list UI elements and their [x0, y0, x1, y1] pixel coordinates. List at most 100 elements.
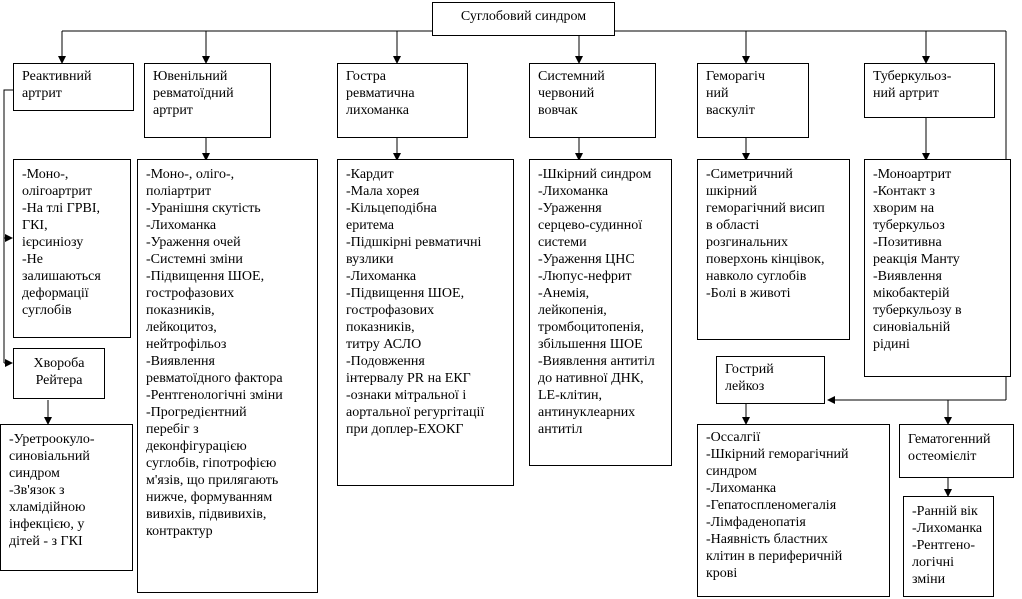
- leukemia-detail-line: -Лімфаденопатія: [706, 515, 806, 530]
- osteomyelitis-detail-line: -Рентгено-: [912, 538, 976, 553]
- lupus-title-box: Системний червоний вовчак: [529, 63, 656, 138]
- juvenile-details-box: -Моно-, оліго-, поліартрит -Уранішня ску…: [137, 159, 318, 593]
- leukemia-detail-line: -Гепатоспленомегалія: [706, 498, 837, 513]
- reactive-detail-line: олігоартрит: [22, 184, 93, 199]
- reactive-detail-line: деформації: [22, 286, 89, 301]
- rheumatic-detail-line: аортальної регургітації: [346, 405, 485, 420]
- juvenile-detail-line: контрактур: [146, 524, 213, 539]
- tuberculous-detail-line: рідині: [873, 337, 910, 352]
- tuberculous-detail-line: туберкульоз: [873, 218, 945, 233]
- juvenile-detail-line: м'язів, що прилягають: [146, 473, 279, 488]
- osteomyelitis-title-line: остеомієліт: [908, 449, 977, 464]
- tuberculous-title-line: Туберкульоз-: [873, 69, 952, 84]
- leukemia-detail-line: -Шкірний геморагічний: [706, 447, 849, 462]
- leukemia-title-line: лейкоз: [725, 379, 765, 394]
- vasculitis-detail-line: в області: [706, 218, 760, 233]
- lupus-detail-line: -Ураження ЦНС: [538, 252, 635, 267]
- reactive-detail-line: ієрсиніозу: [22, 235, 84, 250]
- reiter-detail-line: інфекцією, у: [9, 517, 85, 532]
- lupus-details-box: -Шкірний синдром -Лихоманка -Ураження се…: [529, 159, 672, 466]
- reactive-detail-line: залишаються: [22, 269, 101, 284]
- leukemia-title-box: Гострий лейкоз: [716, 356, 825, 404]
- leukemia-detail-line: клітин в периферичній: [706, 549, 843, 564]
- osteomyelitis-detail-line: логічні: [912, 555, 955, 570]
- tuberculous-detail-line: -Позитивна: [873, 235, 942, 250]
- lupus-detail-line: збільшення ШОЕ: [538, 337, 643, 352]
- tuberculous-detail-line: синовіальній: [873, 320, 951, 335]
- leukemia-detail-line: крові: [706, 566, 738, 581]
- juvenile-detail-line: -Системні зміни: [146, 252, 243, 267]
- leukemia-detail-line: -Оссалгії: [706, 430, 761, 445]
- rheumatic-detail-line: -Кільцеподібна: [346, 201, 437, 216]
- rheumatic-detail-line: -Підвищення ШОЕ,: [346, 286, 465, 301]
- tuberculous-detail-line: -Контакт з: [873, 184, 936, 199]
- lupus-detail-line: лейкопенія,: [538, 303, 607, 318]
- reiter-detail-line: синовіальний: [9, 449, 90, 464]
- juvenile-detail-line: -Лихоманка: [146, 218, 217, 233]
- reactive-detail-line: -Моно-,: [22, 167, 69, 182]
- juvenile-detail-line: -Моно-, оліго-,: [146, 167, 235, 182]
- juvenile-detail-line: -Ураження очей: [146, 235, 241, 250]
- rheumatic-detail-line: -Підшкірні ревматичні: [346, 235, 482, 250]
- leukemia-detail-line: синдром: [706, 464, 757, 479]
- reiter-title-line: Рейтера: [35, 373, 83, 388]
- lupus-detail-line: -Ураження: [538, 201, 602, 216]
- tuberculous-detail-line: -Виявлення: [873, 269, 942, 284]
- juvenile-detail-line: гострофазових: [146, 286, 235, 301]
- reiter-detail-line: -Уретроокуло-: [9, 432, 95, 447]
- lupus-detail-line: серцево-судинної: [538, 218, 643, 233]
- lupus-detail-line: тромбоцитопенія,: [538, 320, 644, 335]
- tuberculous-details-box: -Моноартрит -Контакт з хворим на туберку…: [864, 159, 1011, 377]
- tuberculous-detail-line: хворим на: [873, 201, 935, 216]
- rheumatic-title-line: Гостра: [346, 69, 386, 84]
- lupus-title-line: червоний: [538, 86, 595, 101]
- vasculitis-detail-line: шкірний: [706, 184, 757, 199]
- juvenile-detail-line: суглобів, гіпотрофією: [146, 456, 277, 471]
- juvenile-detail-line: ревматоїдного фактора: [146, 371, 283, 386]
- leukemia-detail-line: -Наявність бластних: [706, 532, 828, 547]
- vasculitis-detail-line: навколо суглобів: [706, 269, 807, 284]
- juvenile-detail-line: нейтрофільоз: [146, 337, 227, 352]
- vasculitis-details-box: -Симетричний шкірний геморагічний висип …: [697, 159, 850, 340]
- vasculitis-detail-line: поверхонь кінцівок,: [706, 252, 825, 267]
- reactive-title-line: Реактивний: [22, 69, 92, 84]
- vasculitis-title-line: Геморагіч: [706, 69, 765, 84]
- rheumatic-detail-line: вузлики: [346, 252, 394, 267]
- lupus-detail-line: до нативної ДНК,: [538, 371, 644, 386]
- rheumatic-detail-line: еритема: [346, 218, 395, 233]
- tuberculous-title-box: Туберкульоз- ний артрит: [864, 63, 995, 118]
- lupus-detail-line: -Люпус-нефрит: [538, 269, 632, 284]
- juvenile-title-line: Ювенільний: [153, 69, 228, 84]
- juvenile-title-line: ревматоїдний: [153, 86, 234, 101]
- vasculitis-title-box: Геморагіч ний васкуліт: [697, 63, 809, 138]
- juvenile-detail-line: -Виявлення: [146, 354, 215, 369]
- rheumatic-title-box: Гостра ревматична лихоманка: [337, 63, 468, 138]
- juvenile-detail-line: перебіг з: [146, 422, 199, 437]
- reiter-detail-line: хламідійною: [9, 500, 86, 515]
- lupus-detail-line: LE-клітин,: [538, 388, 603, 403]
- lupus-detail-line: -Лихоманка: [538, 184, 609, 199]
- reactive-left-bus: [3, 89, 13, 363]
- vasculitis-title-line: васкуліт: [706, 103, 755, 118]
- lupus-detail-line: -Анемія,: [538, 286, 590, 301]
- reactive-title-box: Реактивний артрит: [13, 63, 134, 111]
- reiter-title-box: Хвороба Рейтера: [13, 348, 105, 399]
- rheumatic-detail-line: при доплер-ЕХОКГ: [346, 422, 464, 437]
- lupus-detail-line: -Шкірний синдром: [538, 167, 652, 182]
- vasculitis-detail-line: -Симетричний: [706, 167, 793, 182]
- lupus-detail-line: антинуклеарних: [538, 405, 636, 420]
- vasculitis-title-line: ний: [706, 86, 729, 101]
- reiter-detail-line: синдром: [9, 466, 60, 481]
- rheumatic-title-line: лихоманка: [346, 103, 409, 118]
- rheumatic-detail-line: -ознаки мітральної і: [346, 388, 467, 403]
- reiter-detail-line: -Зв'язок з: [9, 483, 65, 498]
- root-label: Суглобовий синдром: [460, 9, 587, 24]
- reactive-detail-line: суглобів: [22, 303, 72, 318]
- reactive-detail-line: ГКІ,: [22, 218, 48, 233]
- juvenile-detail-line: вивихів, підвивихів,: [146, 507, 267, 522]
- reactive-details-box: -Моно-, олігоартрит -На тлі ГРВІ, ГКІ, і…: [13, 159, 131, 338]
- rheumatic-detail-line: показників,: [346, 320, 415, 335]
- lupus-detail-line: -Виявлення антитіл: [538, 354, 655, 369]
- osteomyelitis-detail-line: -Лихоманка: [912, 521, 983, 536]
